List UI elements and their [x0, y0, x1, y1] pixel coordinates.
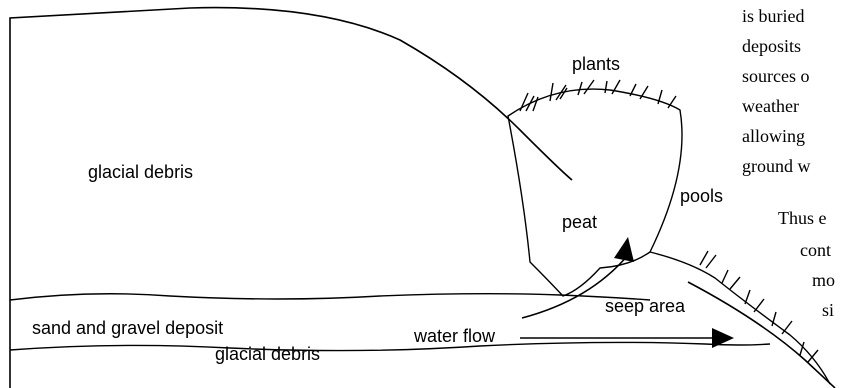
- upper-stratum-boundary: [10, 294, 650, 300]
- side-text-line: is buried: [742, 6, 805, 26]
- side-text-line: Thus e: [778, 208, 827, 228]
- label-seep-area: seep area: [605, 296, 686, 316]
- side-text-line: cont: [800, 240, 831, 260]
- side-text-line: deposits: [742, 36, 801, 56]
- label-peat: peat: [562, 212, 597, 232]
- side-text-line: sources o: [742, 66, 809, 86]
- side-text-line: si: [822, 300, 834, 320]
- seep-bank-line: [650, 252, 830, 384]
- label-glacial-debris-bottom: glacial debris: [215, 344, 320, 364]
- side-text-line: weather: [742, 96, 799, 116]
- side-text-line: allowing: [742, 126, 805, 146]
- lower-slope-line: [688, 282, 835, 388]
- peat-mound-outline: [508, 89, 682, 296]
- label-water-flow: water flow: [413, 326, 496, 346]
- label-plants: plants: [572, 54, 620, 74]
- label-pools: pools: [680, 186, 723, 206]
- side-text-line: ground w: [742, 156, 811, 176]
- label-sand-gravel-deposit: sand and gravel deposit: [32, 318, 223, 338]
- lower-stratum-boundary: [10, 342, 770, 350]
- side-text-line: mo: [812, 270, 835, 290]
- side-article-text: is buried deposits sources o weather all…: [742, 6, 835, 320]
- straight-flow-arrow: [520, 328, 734, 348]
- label-glacial-debris-top: glacial debris: [88, 162, 193, 182]
